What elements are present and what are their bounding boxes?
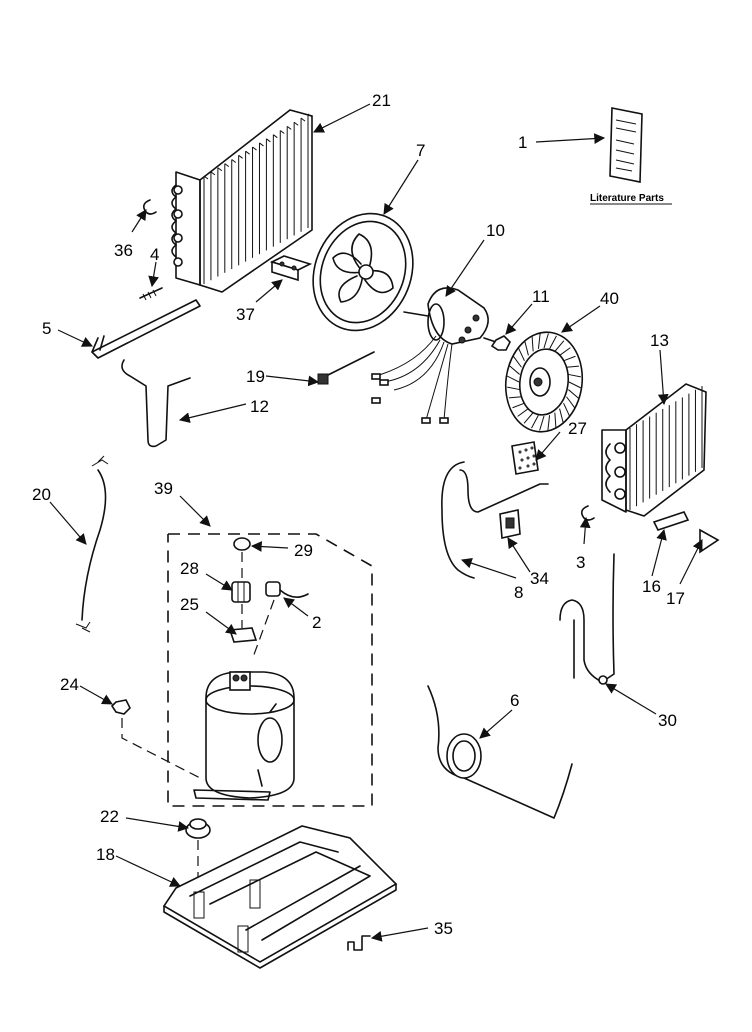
- compressor: [193, 671, 295, 801]
- callout-3: 3: [576, 553, 585, 572]
- callout-18: 18: [96, 845, 115, 864]
- tube-8: [441, 461, 549, 579]
- callout-36: 36: [114, 241, 133, 260]
- callout-12: 12: [250, 397, 269, 416]
- tube-12: [121, 359, 191, 448]
- callout-28: 28: [180, 559, 199, 578]
- clip-35: [347, 935, 371, 951]
- callout-4: 4: [150, 245, 159, 264]
- compressor-group-box: [167, 533, 373, 807]
- callout-8: 8: [514, 583, 523, 602]
- fan-motor: [371, 287, 497, 424]
- leader-arrows: [49, 103, 703, 942]
- bracket-5: [91, 299, 201, 359]
- callout-40: 40: [600, 289, 619, 308]
- screw-4: [139, 287, 163, 301]
- clip-28: [231, 581, 251, 603]
- literature-parts-label: Literature Parts: [590, 193, 664, 204]
- fan-blade: [312, 212, 414, 332]
- callout-19: 19: [246, 367, 265, 386]
- callout-7: 7: [416, 141, 425, 160]
- callout-2: 2: [312, 613, 321, 632]
- callout-29: 29: [294, 541, 313, 560]
- callout-30: 30: [658, 711, 677, 730]
- sensor-19: [317, 351, 375, 385]
- tube-30: [559, 553, 615, 683]
- callout-10: 10: [486, 221, 505, 240]
- condenser-coil: [601, 383, 707, 517]
- callout-25: 25: [180, 595, 199, 614]
- callout-13: 13: [650, 331, 669, 350]
- callout-22: 22: [100, 807, 119, 826]
- clip-36: [142, 199, 157, 215]
- literature-card: [609, 107, 643, 183]
- callout-20: 20: [32, 485, 51, 504]
- terminal-plate-25: [228, 627, 258, 643]
- callout-labels: 1 2 3 4 5 6 7 8 10 11 12 13 16 17 18 19 …: [32, 91, 685, 938]
- blower-wheel: [504, 331, 584, 433]
- callout-5: 5: [42, 319, 51, 338]
- overload-2: [265, 581, 309, 598]
- callout-11: 11: [532, 287, 550, 306]
- tag-17: [699, 528, 720, 554]
- block-34: [499, 509, 521, 539]
- callout-16: 16: [642, 577, 661, 596]
- callout-1: 1: [518, 133, 527, 152]
- nut-24: [110, 699, 131, 715]
- tube-6: [427, 685, 573, 819]
- callout-27: 27: [568, 419, 587, 438]
- callout-24: 24: [60, 675, 79, 694]
- evaporator-coil: [171, 109, 313, 293]
- callout-37: 37: [236, 305, 255, 324]
- nut-11: [490, 335, 511, 351]
- pad-27: [511, 441, 539, 475]
- callout-39: 39: [154, 479, 173, 498]
- wire-harness-20: [75, 455, 109, 633]
- callout-17: 17: [666, 589, 685, 608]
- callout-35: 35: [434, 919, 453, 938]
- grommet-22: [185, 818, 211, 839]
- bracket-37: [269, 255, 313, 282]
- callout-34: 34: [530, 569, 549, 588]
- grommet-29: [233, 537, 251, 551]
- clip-3: [580, 505, 595, 521]
- strip-16: [652, 511, 690, 531]
- base-pan: [162, 825, 398, 969]
- callout-21: 21: [372, 91, 391, 110]
- callout-6: 6: [510, 691, 519, 710]
